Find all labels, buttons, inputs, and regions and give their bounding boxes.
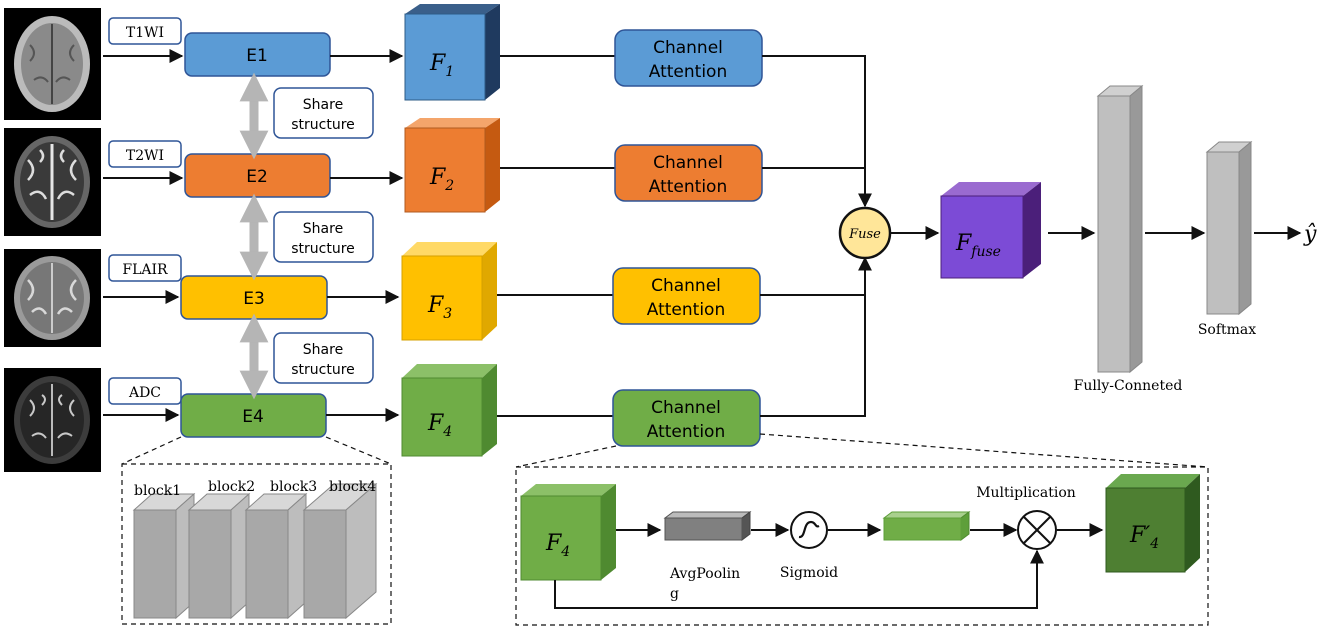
- svg-text:F4: F4: [545, 531, 570, 560]
- encoder-e2: E2: [184, 153, 331, 198]
- feature-cube-f1: F1: [404, 4, 500, 101]
- avgpool-label-wrap: g: [670, 586, 679, 602]
- softmax-label: Softmax: [1198, 322, 1256, 338]
- fully-connected-label: Fully-Conneted: [1074, 378, 1183, 394]
- svg-text:F4: F4: [427, 411, 452, 440]
- avgpool-label: AvgPoolin: [669, 566, 740, 582]
- encoder-e4: E4: [180, 393, 327, 438]
- mri-image-t2wi: [4, 128, 101, 236]
- channel-attention-2: Channel Attention: [614, 144, 763, 202]
- svg-text:F2: F2: [429, 165, 454, 194]
- svg-text:Attention: Attention: [649, 177, 727, 197]
- svg-text:Attention: Attention: [649, 62, 727, 82]
- svg-text:F3: F3: [427, 293, 452, 322]
- svg-text:ADC: ADC: [128, 385, 161, 401]
- channel-attention-3: Channel Attention: [612, 267, 761, 325]
- block-3: [244, 492, 308, 620]
- block-2-label: block2: [208, 479, 255, 495]
- block-1: [132, 492, 196, 620]
- svg-text:T1WI: T1WI: [126, 25, 164, 41]
- svg-text:E2: E2: [246, 167, 268, 187]
- fully-connected-layer: [1096, 84, 1144, 374]
- share-structure-label-2: Share structure: [273, 211, 374, 263]
- sigmoid-node: [790, 511, 828, 549]
- svg-text:Attention: Attention: [647, 300, 725, 320]
- channel-attention-1: Channel Attention: [614, 29, 763, 87]
- attention-detail-panel: [515, 466, 1209, 626]
- e4-expand-line-left: [121, 436, 182, 465]
- detail-output-cube: F′4: [1105, 474, 1200, 573]
- svg-text:Channel: Channel: [651, 398, 721, 418]
- block-1-label: block1: [134, 483, 181, 499]
- multiplication-node: [1017, 510, 1057, 550]
- multiplication-label: Multiplication: [976, 485, 1076, 501]
- svg-text:Attention: Attention: [647, 422, 725, 442]
- svg-text:Channel: Channel: [651, 276, 721, 296]
- feature-cube-f4: F4: [401, 364, 497, 457]
- input-label-t2wi: T2WI: [108, 140, 182, 168]
- output-label: ŷ: [1303, 222, 1317, 247]
- attention-expand-line-right: [759, 433, 1209, 468]
- e4-expand-line-right: [325, 436, 392, 465]
- mri-image-adc: [4, 368, 101, 472]
- svg-text:Share: Share: [303, 97, 343, 113]
- svg-text:Fuse: Fuse: [848, 227, 881, 242]
- softmax-layer: [1205, 140, 1253, 316]
- feature-cube-ffuse: Ffuse: [940, 182, 1041, 279]
- e4-blocks-panel: [121, 463, 392, 625]
- svg-text:Share: Share: [303, 342, 343, 358]
- svg-text:structure: structure: [291, 362, 355, 378]
- channel-weights-bar: [882, 511, 971, 541]
- svg-text:FLAIR: FLAIR: [122, 262, 168, 278]
- svg-text:Share: Share: [303, 221, 343, 237]
- input-label-t1wi: T1WI: [108, 17, 182, 45]
- share-structure-label-1: Share structure: [273, 87, 374, 139]
- svg-text:structure: structure: [291, 241, 355, 257]
- svg-text:Ffuse: Ffuse: [955, 231, 1001, 260]
- sigmoid-label: Sigmoid: [780, 565, 838, 581]
- fuse-node: Fuse: [838, 206, 892, 260]
- encoder-e3: E3: [180, 275, 328, 320]
- arrow-residual-to-multiply: [554, 549, 1044, 609]
- avgpool-bar: [663, 511, 752, 541]
- feature-cube-f3: F3: [401, 242, 497, 341]
- svg-text:Channel: Channel: [653, 38, 723, 58]
- line-att3-to-fuse: [760, 256, 872, 296]
- block-4: [302, 482, 378, 620]
- svg-text:E3: E3: [243, 289, 265, 309]
- svg-text:Channel: Channel: [653, 153, 723, 173]
- line-att1-to-fuse: [762, 55, 872, 208]
- mri-image-t1wi: [4, 8, 101, 120]
- mri-image-flair: [4, 249, 101, 347]
- input-label-adc: ADC: [108, 377, 182, 405]
- block-4-label: block4: [329, 479, 376, 495]
- line-att4-to-fuse: [760, 295, 866, 417]
- svg-text:structure: structure: [291, 117, 355, 133]
- encoder-e1: E1: [184, 32, 331, 77]
- svg-text:F′4: F′4: [1129, 523, 1159, 552]
- channel-attention-4: Channel Attention: [612, 389, 761, 447]
- svg-text:F1: F1: [429, 51, 454, 80]
- detail-f4-cube: F4: [520, 484, 616, 581]
- input-label-flair: FLAIR: [108, 254, 182, 282]
- attention-expand-line-left: [515, 445, 617, 468]
- feature-cube-f2: F2: [404, 118, 500, 213]
- svg-text:T2WI: T2WI: [126, 148, 164, 164]
- svg-text:E4: E4: [242, 407, 264, 427]
- share-structure-label-3: Share structure: [273, 332, 374, 384]
- block-2: [187, 492, 251, 620]
- block-3-label: block3: [270, 479, 317, 495]
- svg-text:E1: E1: [246, 46, 268, 66]
